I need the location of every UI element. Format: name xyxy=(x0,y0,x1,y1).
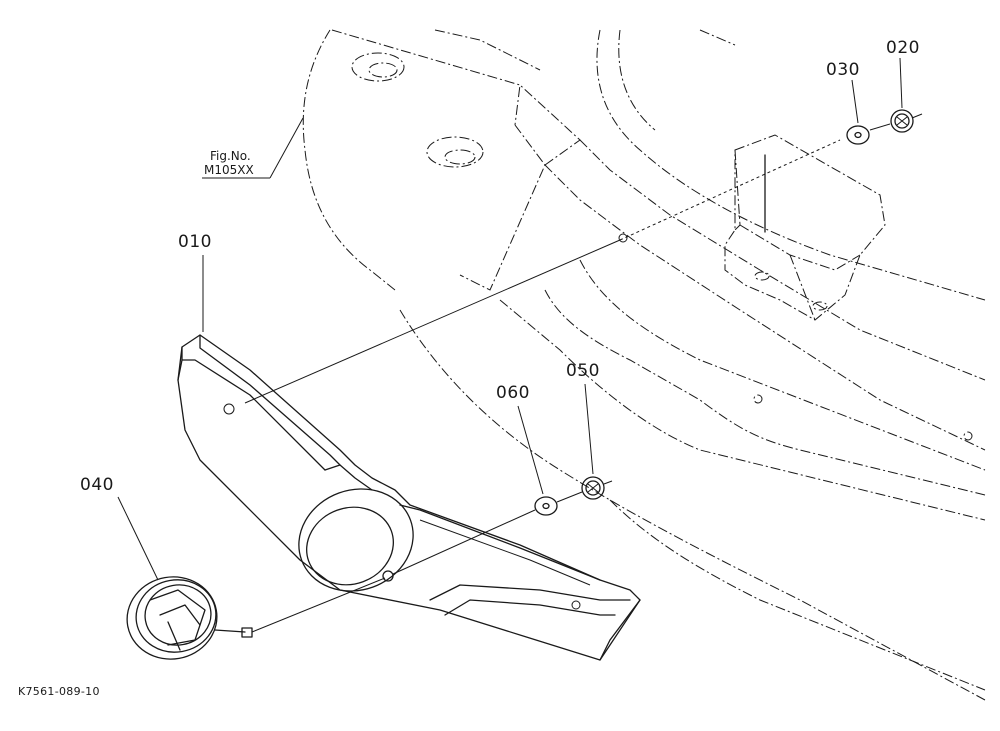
callout-020: 020 xyxy=(886,38,920,58)
nut-part-050 xyxy=(581,476,605,500)
callout-060: 060 xyxy=(496,383,530,403)
figure-ref-line1: Fig.No. xyxy=(210,149,251,163)
figure-ref-line2: M105XX xyxy=(204,163,254,177)
callout-010: 010 xyxy=(178,232,212,252)
tractor-frame-outline xyxy=(302,29,986,701)
leader-lines xyxy=(117,57,903,581)
callout-040: 040 xyxy=(80,475,114,495)
mounting-bracket xyxy=(724,134,886,321)
assembly-axis-lines xyxy=(244,113,923,633)
washer-part-030 xyxy=(846,125,870,145)
drawing-code: K7561-089-10 xyxy=(18,685,100,698)
callout-050: 050 xyxy=(566,361,600,381)
nut-part-020 xyxy=(890,109,914,133)
grille-part-010 xyxy=(177,334,641,661)
washer-part-060 xyxy=(534,496,558,516)
emblem-part-040 xyxy=(126,576,253,660)
callout-030: 030 xyxy=(826,60,860,80)
